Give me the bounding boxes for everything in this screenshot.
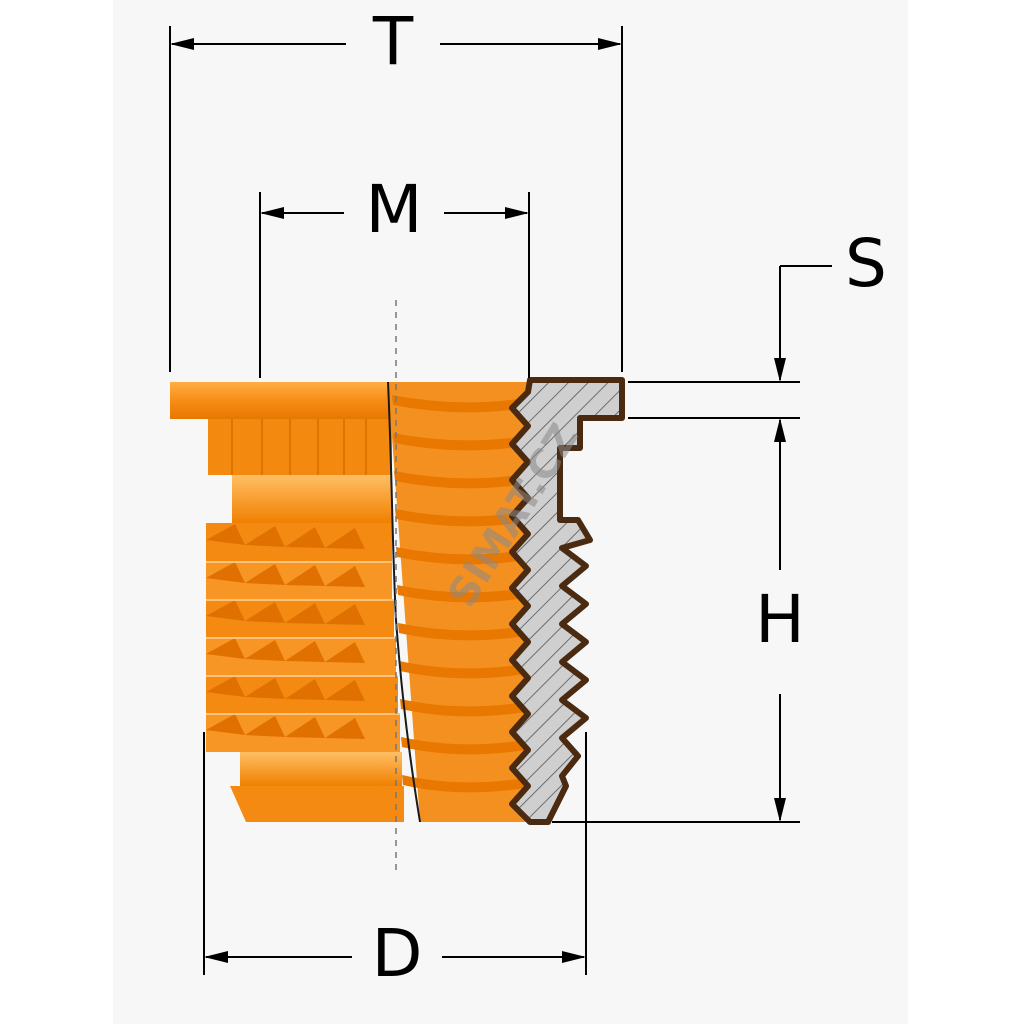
insert-section-hatched: [509, 377, 625, 825]
view-parting-line: [387, 381, 421, 823]
h-arrow-down: [774, 798, 786, 822]
insert-external-view: [170, 382, 404, 822]
insert-cutting-threads: [206, 523, 400, 752]
dimension-label-t: T: [372, 3, 414, 80]
thread-crest-lines: [206, 561, 400, 715]
m-arrow-left: [260, 207, 284, 219]
thread-teeth: [206, 524, 365, 739]
insert-bottom-chamfer: [230, 786, 404, 822]
d-arrow-left: [204, 951, 228, 963]
insert-flange: [170, 382, 392, 419]
internal-thread-bands: [392, 395, 525, 793]
dimension-arrowheads: [170, 38, 786, 963]
dimension-lines: [169, 26, 832, 975]
insert-internal-view: [387, 381, 530, 823]
insert-neck: [232, 475, 392, 523]
dimension-label-s: S: [845, 225, 887, 302]
t-arrow-right: [598, 38, 622, 50]
s-arrow-down: [774, 358, 786, 382]
knurl-lines: [231, 419, 367, 475]
d-arrow-right: [562, 951, 586, 963]
m-arrow-right: [505, 207, 529, 219]
insert-bottom-collar: [240, 752, 402, 786]
h-arrow-up: [774, 418, 786, 442]
dimension-label-m: M: [366, 171, 423, 248]
dimension-label-d: D: [372, 915, 423, 992]
insert-knurled-collar: [208, 419, 392, 475]
dimension-label-h: H: [755, 581, 805, 658]
t-arrow-left: [170, 38, 194, 50]
